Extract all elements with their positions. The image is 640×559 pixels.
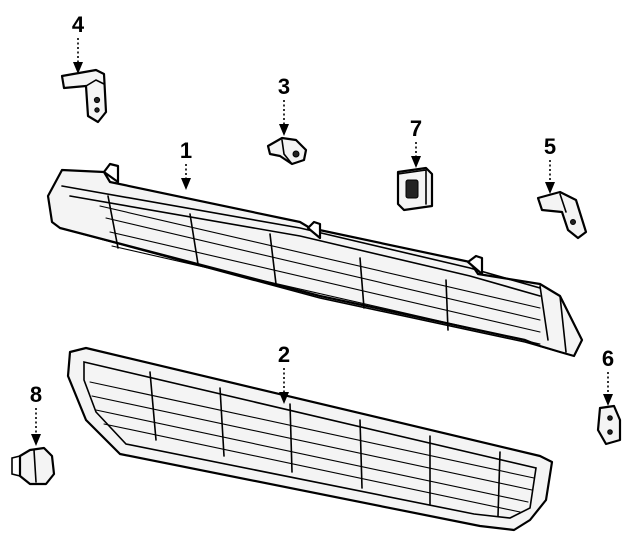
push-clip-part-8	[11, 446, 56, 486]
callout-5: 5	[544, 134, 556, 159]
clip-part-6	[596, 404, 622, 446]
callout-8: 8	[30, 382, 42, 407]
callout-3: 3	[278, 74, 290, 99]
bracket-part-3	[266, 136, 308, 166]
callout-7: 7	[410, 116, 422, 141]
retainer-part-7	[396, 166, 434, 212]
callout-4: 4	[72, 12, 85, 37]
bracket-part-5	[536, 190, 588, 240]
leader-lines	[31, 38, 613, 446]
callout-2: 2	[278, 342, 290, 367]
callout-1: 1	[180, 138, 192, 163]
bracket-part-4	[60, 68, 108, 124]
lower-grille-part	[66, 346, 554, 532]
upper-grille-part	[46, 162, 584, 358]
callout-6: 6	[602, 346, 614, 371]
